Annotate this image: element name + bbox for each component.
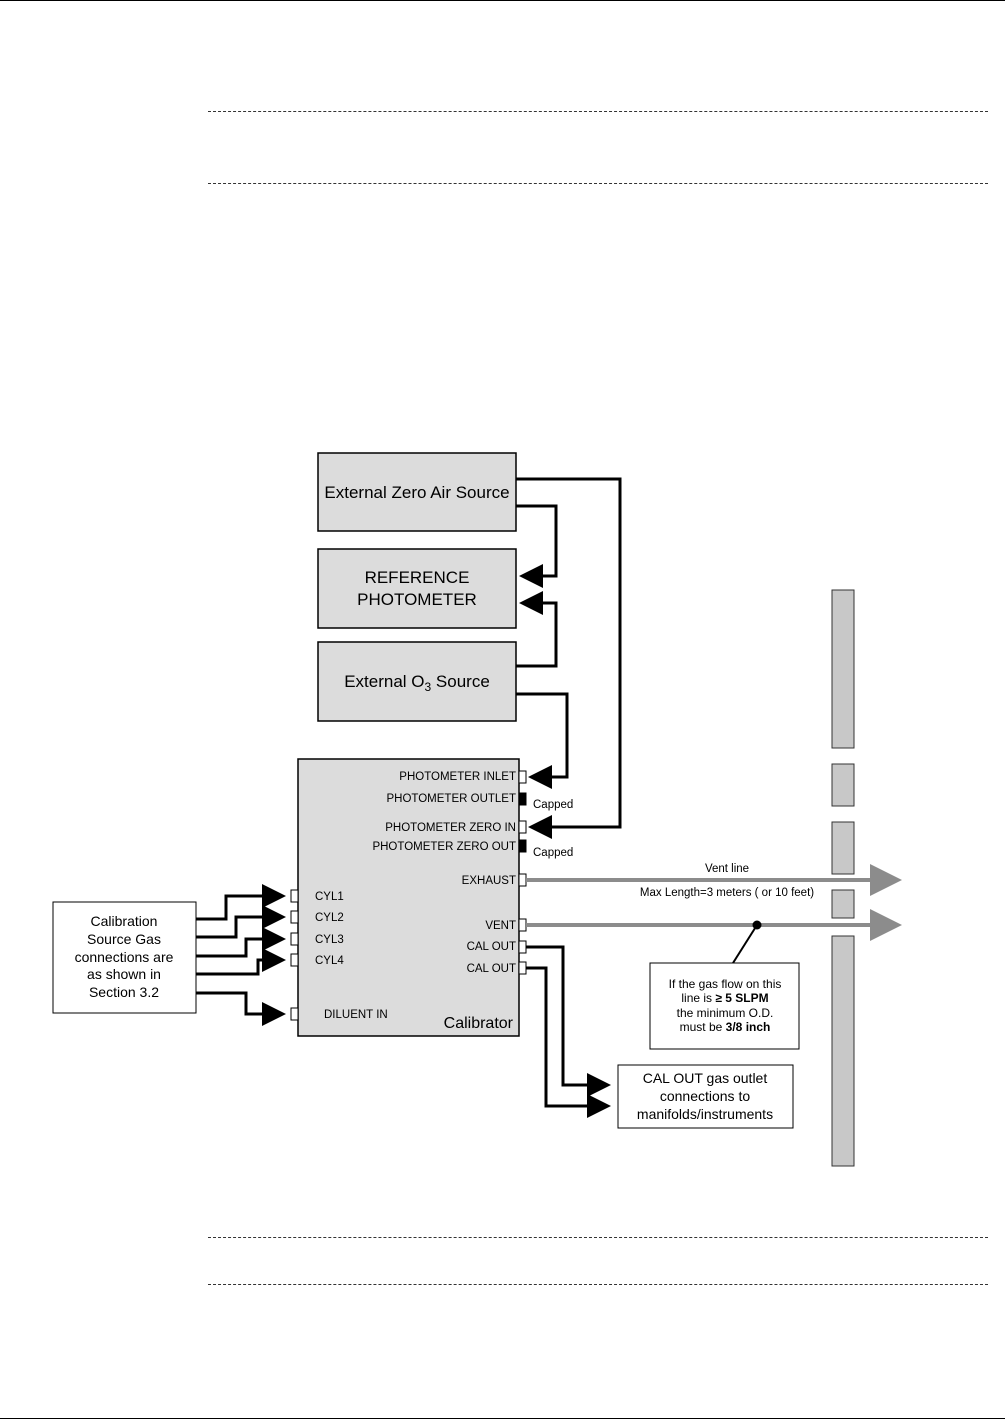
max-length-label: Max Length=3 meters ( or 10 feet) — [640, 887, 814, 899]
port-cyl1 — [290, 889, 299, 903]
port-label-diluent-in: DILUENT IN — [324, 1009, 388, 1021]
note-pointer — [732, 920, 762, 964]
port-photometer-zero-in — [518, 820, 527, 834]
cal-out-destination-box: CAL OUT gas outlet connections to manifo… — [617, 1064, 794, 1129]
zero-air-source-label: External Zero Air Source — [324, 483, 509, 502]
flow-note-line-1: If the gas flow on this — [669, 977, 782, 991]
port-label-cyl2: CYL2 — [315, 912, 344, 924]
port-vent — [518, 918, 527, 932]
port-label-photometer-zero-in: PHOTOMETER ZERO IN — [385, 822, 516, 834]
port-diluent-in — [290, 1007, 299, 1021]
port-cyl3 — [290, 932, 299, 946]
top-divider-2 — [208, 183, 988, 184]
port-label-vent: VENT — [485, 920, 516, 932]
port-cyl2 — [290, 910, 299, 924]
cal-out-plumbing — [526, 945, 611, 1118]
flow-note-line-4: must be 3/8 inch — [680, 1020, 771, 1034]
calibrator-label: Calibrator — [444, 1015, 514, 1032]
bottom-divider-2 — [208, 1284, 988, 1285]
reference-photometer-box: REFERENCE PHOTOMETER — [317, 548, 517, 629]
port-label-cyl1: CYL1 — [315, 891, 344, 903]
port-label-photometer-inlet: PHOTOMETER INLET — [399, 771, 516, 783]
port-label-photometer-zero-out: PHOTOMETER ZERO OUT — [372, 841, 516, 853]
port-label-exhaust: EXHAUST — [462, 875, 516, 887]
port-photometer-inlet — [518, 770, 527, 784]
cal-source-line-4: as shown in — [87, 966, 161, 982]
port-exhaust — [518, 873, 527, 887]
vent-wall — [831, 589, 855, 1167]
port-label-cal-out-1: CAL OUT — [467, 941, 516, 953]
cal-source-line-3: connections are — [75, 949, 174, 965]
flow-note-line-2: line is ≥ 5 SLPM — [681, 991, 768, 1005]
capped-label-1: Capped — [533, 799, 573, 811]
top-plumbing — [516, 477, 622, 839]
o3-source-box: External O3 Source — [317, 641, 517, 722]
cal-source-line-1: Calibration — [91, 913, 158, 929]
cal-out-dest-line-3: manifolds/instruments — [637, 1106, 773, 1122]
reference-photometer-label-2: PHOTOMETER — [357, 590, 477, 609]
cylinder-plumbing — [196, 884, 286, 1026]
flow-note-box: If the gas flow on this line is ≥ 5 SLPM… — [649, 962, 800, 1050]
page-top-rule — [0, 0, 1005, 1]
port-cyl4 — [290, 953, 299, 967]
o3-source-label: External O3 Source — [344, 672, 490, 694]
port-label-cyl3: CYL3 — [315, 934, 344, 946]
page-bottom-rule — [0, 1418, 1005, 1419]
port-label-cyl4: CYL4 — [315, 955, 344, 967]
port-photometer-outlet — [518, 792, 527, 806]
cal-out-dest-line-2: connections to — [660, 1088, 750, 1104]
vent-lines — [526, 864, 902, 941]
zero-air-source-box: External Zero Air Source — [317, 452, 517, 532]
port-photometer-zero-out — [518, 839, 527, 853]
port-label-photometer-outlet: PHOTOMETER OUTLET — [387, 793, 517, 805]
cal-out-dest-line-1: CAL OUT gas outlet — [643, 1070, 768, 1086]
cal-source-line-5: Section 3.2 — [89, 984, 159, 1000]
bottom-divider-1 — [208, 1237, 988, 1238]
reference-photometer-label-1: REFERENCE — [365, 568, 470, 587]
top-divider-1 — [208, 111, 988, 112]
cal-source-line-2: Source Gas — [87, 931, 161, 947]
port-label-cal-out-2: CAL OUT — [467, 963, 516, 975]
port-cal-out-2 — [518, 961, 527, 975]
capped-label-2: Capped — [533, 847, 573, 859]
calibrator-box: Calibrator PHOTOMETER INLET PHOTOMETER O… — [290, 758, 527, 1037]
vent-line-label: Vent line — [705, 863, 749, 875]
cal-source-gas-box: Calibration Source Gas connections are a… — [52, 901, 197, 1014]
flow-note-line-3: the minimum O.D. — [677, 1006, 774, 1020]
port-cal-out-1 — [518, 940, 527, 954]
